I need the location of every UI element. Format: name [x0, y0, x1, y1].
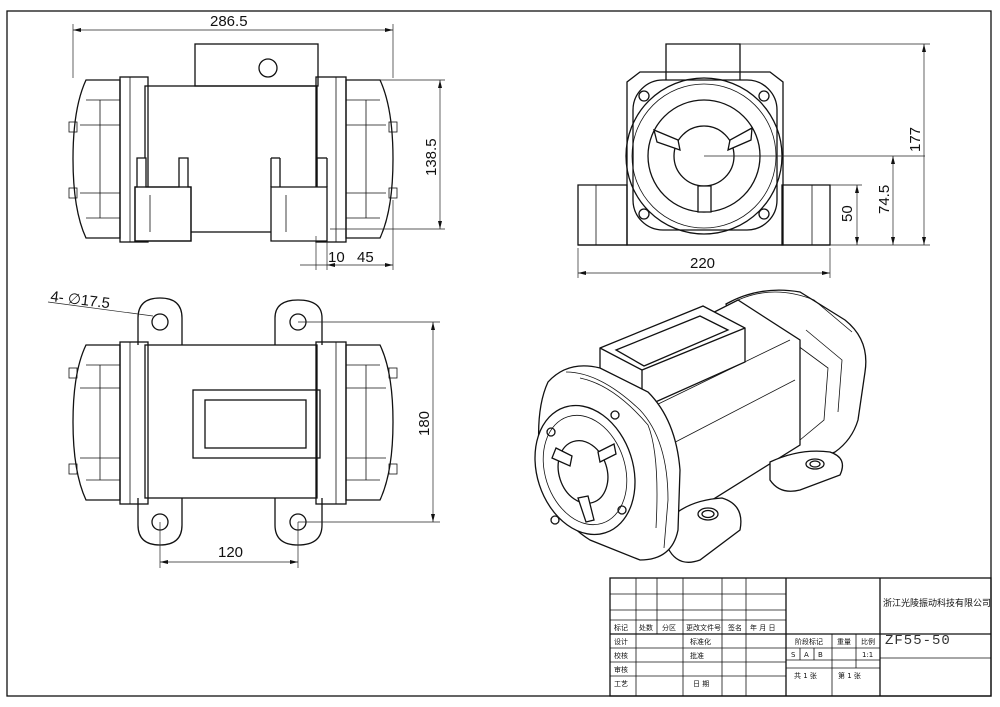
tb-check: 校核 [614, 651, 628, 660]
dim-top-gap-small: 10 [328, 249, 345, 266]
isometric-view [534, 289, 867, 563]
tb-process: 工艺 [614, 680, 628, 688]
tb-approve: 批准 [690, 651, 704, 660]
tb-stage-s: S [791, 651, 796, 659]
tb-weight: 重量 [837, 638, 851, 646]
tb-stage-b: B [818, 651, 823, 659]
dim-front-center-height: 74.5 [876, 185, 893, 214]
title-block: 浙江光陵振动科技有限公司 ZF55-50 标记 处数 分区 更改文件号 签名 年… [609, 577, 992, 697]
bottom-view: 4- ∅17.5 180 120 [47, 288, 440, 568]
dim-front-height-total: 177 [907, 127, 924, 152]
tb-date-ymd: 年 月 日 [750, 623, 775, 632]
tb-signature: 签名 [728, 623, 742, 632]
drawing-frame [6, 10, 992, 697]
dim-top-width: 286.5 [210, 13, 248, 30]
tb-stage-marking: 阶段标记 [795, 637, 823, 646]
tb-zone: 分区 [662, 623, 676, 632]
dim-top-gap-large: 45 [357, 249, 374, 266]
tb-standardization: 标准化 [690, 637, 711, 646]
tb-model: ZF55-50 [885, 633, 951, 649]
tb-change-doc: 更改文件号 [686, 623, 721, 632]
tb-design: 设计 [614, 637, 628, 646]
tb-scale: 1:1 [862, 651, 873, 659]
tb-total-sheets: 共 1 张 [794, 671, 817, 680]
dim-bottom-height: 180 [416, 411, 433, 436]
top-view: 286.5 138.5 10 45 [68, 13, 445, 270]
dim-top-height: 138.5 [423, 138, 440, 176]
dim-hole-callout: 4- ∅17.5 [50, 288, 111, 312]
tb-count: 处数 [639, 623, 653, 632]
tb-marking: 标记 [614, 623, 628, 632]
tb-company: 浙江光陵振动科技有限公司 [883, 597, 991, 609]
dim-front-foot-height: 50 [839, 205, 856, 222]
front-view: 220 177 74.5 50 [577, 43, 930, 278]
tb-stage-a: A [804, 651, 809, 659]
tb-review: 审核 [614, 665, 628, 674]
dim-bottom-hole-spacing: 120 [218, 544, 243, 561]
dim-front-width: 220 [690, 255, 715, 272]
tb-ratio: 比例 [861, 637, 875, 646]
tb-sheet-no: 第 1 张 [838, 671, 861, 680]
tb-date: 日 期 [693, 680, 709, 688]
